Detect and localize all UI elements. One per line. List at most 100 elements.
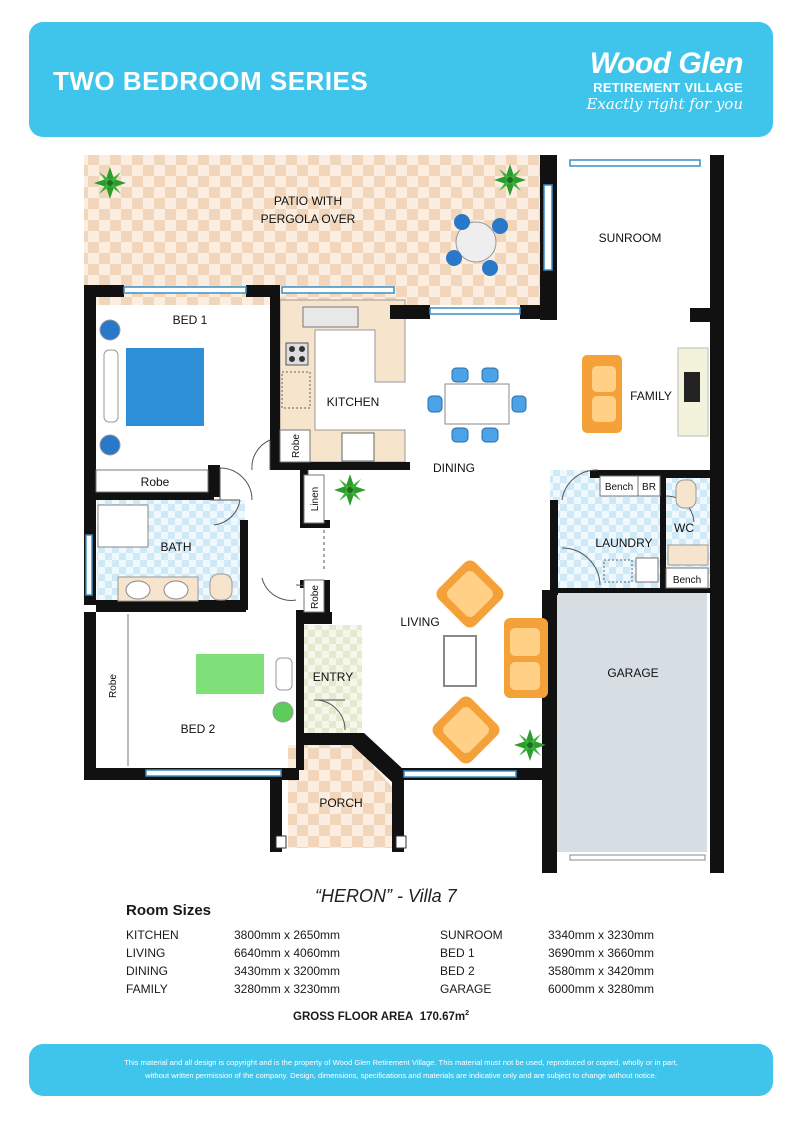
brand-logo: Wood Glen RETIREMENT VILLAGE Exactly rig… (586, 48, 743, 114)
bed1-pillows (103, 349, 119, 423)
wc-toilet (675, 479, 697, 509)
gross-floor-area-unit: 2 (465, 1010, 470, 1017)
room-size-row: DINING 3430mm x 3200mm (126, 962, 340, 980)
kitchen-robe (279, 429, 311, 463)
bed2-pillows (275, 657, 293, 691)
room-sizes-right: SUNROOM 3340mm x 3230mm BED 1 3690mm x 3… (440, 926, 654, 998)
label-br: BR (642, 482, 656, 493)
room-size-row: BED 1 3690mm x 3660mm (440, 944, 654, 962)
fridge-space (281, 371, 311, 409)
label-family: FAMILY (630, 389, 672, 403)
room-size-row: SUNROOM 3340mm x 3230mm (440, 926, 654, 944)
entry-floor (304, 625, 362, 733)
room-name: BED 2 (440, 964, 475, 978)
gross-floor-area: GROSS FLOOR AREA 170.67m2 (293, 1010, 469, 1023)
coffee-table (443, 635, 477, 687)
room-dimension: 3690mm x 3660mm (548, 946, 655, 960)
brand-tagline: Exactly right for you (586, 95, 743, 113)
wc-basin (667, 544, 709, 566)
room-name: SUNROOM (440, 928, 503, 942)
room-size-row: GARAGE 6000mm x 3280mm (440, 980, 654, 998)
room-dimension: 3340mm x 3230mm (548, 928, 655, 942)
room-name: FAMILY (126, 982, 168, 996)
room-size-row: LIVING 6640mm x 4060mm (126, 944, 340, 962)
copyright-line1: This material and all design is copyrigh… (124, 1058, 678, 1067)
label-hall-robe: Robe (310, 585, 321, 609)
room-name: GARAGE (440, 982, 492, 996)
label-patio-line2: PERGOLA OVER (261, 212, 356, 226)
porch-post-left (275, 835, 287, 849)
porch-floor (288, 745, 395, 848)
room-dimension: 3430mm x 3200mm (234, 964, 341, 978)
room-name: KITCHEN (126, 928, 179, 942)
label-porch: PORCH (319, 796, 362, 810)
label-sunroom: SUNROOM (599, 231, 662, 245)
brand-subtitle: RETIREMENT VILLAGE (593, 80, 743, 95)
bed2-lamp (272, 701, 294, 723)
label-laundry: LAUNDRY (595, 536, 652, 550)
label-bath: BATH (160, 540, 191, 554)
broom-cupboard (637, 475, 661, 497)
hall-robe (303, 579, 325, 613)
dishwasher (341, 432, 375, 462)
label-kitchen: KITCHEN (327, 395, 380, 409)
toilet (209, 573, 233, 601)
room-dimension: 3280mm x 3230mm (234, 982, 341, 996)
series-title: TWO BEDROOM SERIES (53, 66, 369, 96)
label-bed1-robe: Robe (141, 475, 170, 489)
floor-plan: PATIO WITH PERGOLA OVER SUNROOM BED 1 KI… (84, 155, 724, 873)
tv-unit (677, 347, 709, 437)
gross-floor-area-label: GROSS FLOOR AREA (293, 1010, 414, 1023)
label-bench: Bench (605, 482, 633, 493)
room-size-row: FAMILY 3280mm x 3230mm (126, 980, 340, 998)
plant-icon (334, 474, 366, 506)
label-wc: WC (674, 521, 694, 535)
patio-table (455, 221, 497, 263)
room-sizes-left: KITCHEN 3800mm x 2650mm LIVING 6640mm x … (126, 926, 340, 998)
room-name: BED 1 (440, 946, 475, 960)
patio-chairs (446, 214, 508, 276)
room-dimension: 3800mm x 2650mm (234, 928, 341, 942)
gross-floor-area-value: 170.67m (419, 1010, 466, 1023)
header-banner: TWO BEDROOM SERIES Wood Glen RETIREMENT … (29, 22, 773, 137)
room-sizes-heading: Room Sizes (126, 902, 212, 919)
bed1-bed (126, 348, 204, 426)
label-linen: Linen (310, 487, 321, 511)
room-dimension: 6000mm x 3280mm (548, 982, 655, 996)
copyright-line2: without written permission of the compan… (145, 1071, 657, 1080)
label-bed1: BED 1 (173, 313, 208, 327)
kitchen-sink (302, 306, 359, 328)
room-name: DINING (126, 964, 168, 978)
label-kitchen-robe: Robe (291, 434, 302, 458)
bed1-lamp-bottom (99, 434, 121, 456)
cooktop (285, 342, 309, 366)
windows (85, 159, 706, 861)
label-patio-line1: PATIO WITH (274, 194, 342, 208)
copyright-footer: This material and all design is copyrigh… (29, 1044, 773, 1096)
room-dimension: 6640mm x 4060mm (234, 946, 341, 960)
dining-table (444, 383, 510, 425)
laundry-tub (635, 557, 659, 583)
bed2-bed (196, 654, 264, 694)
label-bed2: BED 2 (181, 722, 216, 736)
tv-icon (684, 372, 700, 402)
brand-name: Wood Glen (589, 47, 744, 80)
dining-chairs (427, 367, 527, 443)
villa-title: “HERON” - Villa 7 (315, 886, 457, 906)
garage-bench (665, 567, 709, 589)
label-bed2-robe: Robe (108, 674, 119, 698)
label-garage: GARAGE (607, 666, 658, 680)
shower (97, 504, 149, 548)
room-dimension: 3580mm x 3420mm (548, 964, 655, 978)
label-dining: DINING (433, 461, 475, 475)
plant-icon (94, 167, 126, 199)
bed1-lamp-top (99, 319, 121, 341)
garage-floor (557, 590, 707, 852)
room-size-row: BED 2 3580mm x 3420mm (440, 962, 654, 980)
room-name: LIVING (126, 946, 166, 960)
plant-icon (494, 164, 526, 196)
porch-post-right (395, 835, 407, 849)
label-entry: ENTRY (313, 670, 353, 684)
label-living: LIVING (400, 615, 439, 629)
plant-icon (514, 729, 546, 761)
